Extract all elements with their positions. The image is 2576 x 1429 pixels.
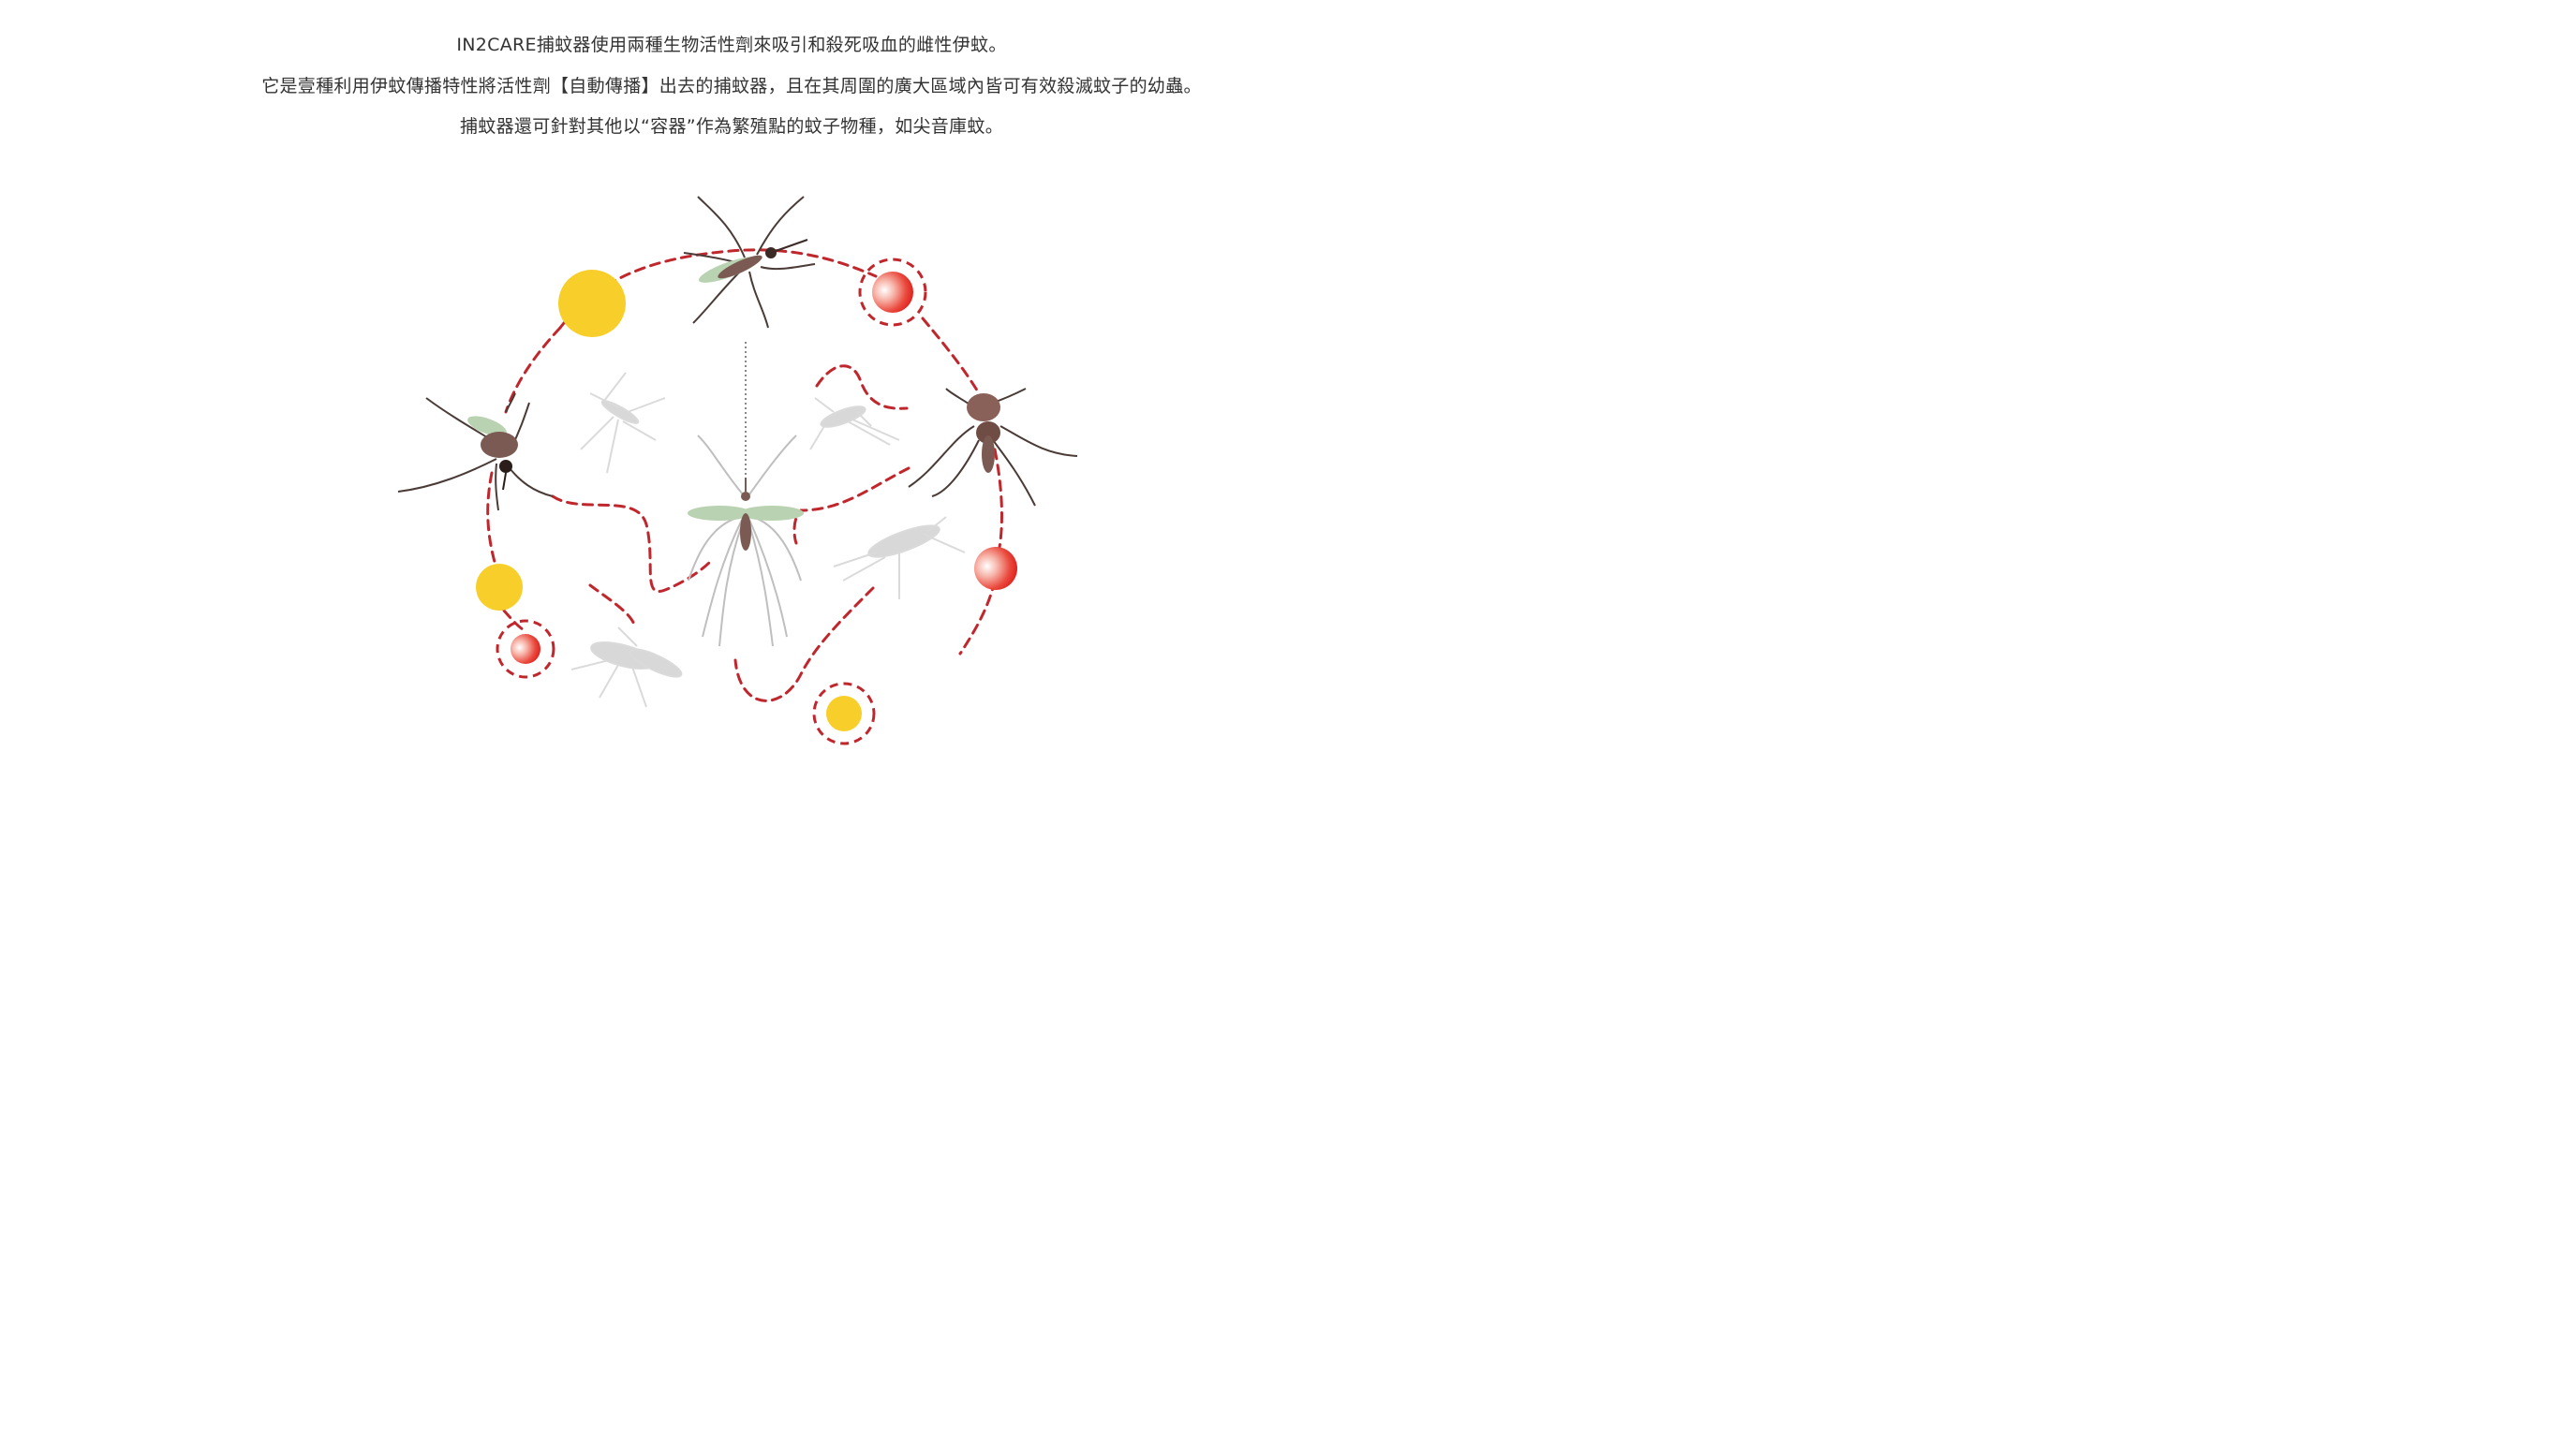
- path-left-bottom: [502, 609, 525, 631]
- attractant-dots: [476, 270, 862, 731]
- dot-rings: [496, 258, 927, 745]
- ghost-mosquito-upper-right: [809, 397, 900, 450]
- ghost-mosquito-lower-right: [833, 516, 966, 599]
- life-cycle-diagram: [397, 196, 1078, 745]
- sun-left: [476, 564, 523, 611]
- path-left-lower: [486, 471, 496, 564]
- sun-bottom: [826, 696, 862, 731]
- ring-bottom: [812, 682, 876, 745]
- top-mosquito: [683, 196, 816, 329]
- path-inner-top-right: [815, 364, 909, 410]
- path-inner-right: [792, 466, 910, 545]
- ghost-mosquitoes: [570, 372, 966, 708]
- red-dot-right: [974, 547, 1017, 590]
- right-mosquito: [908, 388, 1078, 507]
- ghost-mosquito-upper-left: [580, 372, 666, 474]
- path-inner-left: [551, 494, 712, 594]
- intro-line-3: 捕蚊器還可針對其他以“容器”作為繁殖點的蚊子物種，如尖音庫蚊。: [460, 116, 1003, 137]
- intro-line-2: 它是壹種利用伊蚊傳播特性將活性劑【自動傳播】出去的捕蚊器，且在其周圍的廣大區域內…: [261, 76, 1202, 96]
- path-inner-bottom: [733, 586, 875, 702]
- sun-large: [558, 270, 626, 337]
- path-right-bottom: [958, 579, 997, 656]
- ghost-mosquito-bottom-left: [570, 626, 683, 708]
- ring-top-right: [858, 258, 927, 327]
- path-right-lower: [993, 448, 1003, 554]
- ring-bottom-left: [496, 619, 555, 679]
- center-mosquito: [688, 435, 804, 647]
- path-bottom-left: [588, 583, 637, 629]
- red-dot-top-right: [872, 272, 913, 313]
- active-agent-dots: [511, 272, 1017, 664]
- path-left-upper: [504, 326, 562, 414]
- red-dot-bottom-left: [511, 634, 540, 664]
- path-right-upper: [921, 317, 981, 395]
- left-mosquito: [397, 392, 554, 511]
- intro-line-1: IN2CARE捕蚊器使用兩種生物活性劑來吸引和殺死吸血的雌性伊蚊。: [456, 35, 1007, 55]
